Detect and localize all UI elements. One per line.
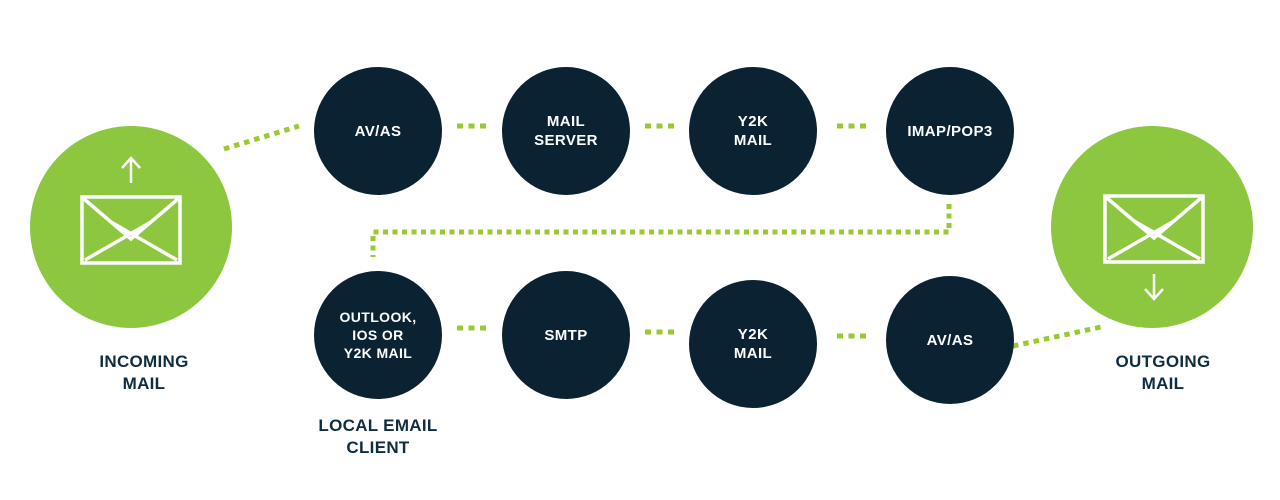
node-label: MAIL SERVER — [534, 113, 598, 149]
outgoing-mail-node — [1051, 126, 1253, 328]
node-y2k-mail-bottom: Y2K MAIL — [689, 280, 817, 408]
connector-imap-to-client-elbow — [370, 204, 952, 257]
node-label: OUTLOOK, IOS OR Y2K MAIL — [339, 309, 417, 361]
node-avas-top: AV/AS — [314, 67, 442, 195]
node-local-email-client: OUTLOOK, IOS OR Y2K MAIL — [314, 271, 442, 399]
node-mail-server: MAIL SERVER — [502, 67, 630, 195]
incoming-mail-label: INCOMING MAIL — [99, 352, 189, 393]
incoming-mail-node — [30, 126, 232, 328]
node-label: IMAP/POP3 — [907, 122, 993, 140]
node-y2k-mail-top: Y2K MAIL — [689, 67, 817, 195]
connector-avas-to-outgoing — [1012, 324, 1102, 349]
node-smtp: SMTP — [502, 271, 630, 399]
node-avas-bottom: AV/AS — [886, 276, 1014, 404]
node-label: Y2K MAIL — [733, 326, 773, 362]
node-label: Y2K MAIL — [733, 113, 773, 149]
connector-incoming-to-avas — [223, 123, 300, 152]
node-label: AV/AS — [354, 122, 402, 140]
outgoing-mail-label: OUTGOING MAIL — [1115, 352, 1211, 393]
node-label: SMTP — [544, 326, 588, 344]
local-email-client-label: LOCAL EMAIL CLIENT — [318, 416, 438, 457]
node-label: AV/AS — [926, 331, 974, 349]
node-imap-pop3: IMAP/POP3 — [886, 67, 1014, 195]
